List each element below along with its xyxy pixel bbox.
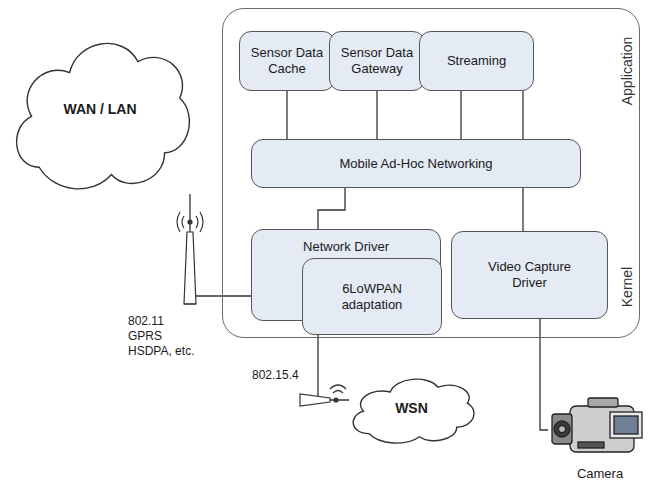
system-boundary: ApplicationKernel Sensor Data CacheSensor…: [222, 8, 640, 338]
link-label: 802.11 GPRS HSDPA, etc.: [128, 314, 200, 359]
kernel-box: 6LoWPAN adaptation: [302, 258, 442, 335]
network-cloud: WSN: [345, 368, 478, 448]
connector-line: [540, 319, 548, 430]
connector-line: [376, 91, 377, 139]
connector-line: [190, 194, 251, 296]
kernel-box: Network Driver 6LoWPAN adaptation: [251, 229, 441, 321]
application-box: Streaming: [419, 31, 534, 91]
node-label: Sensor Data Gateway: [330, 45, 424, 76]
connector-line: [318, 335, 349, 400]
application-box: Sensor Data Cache: [239, 31, 335, 91]
connector-line: [286, 91, 287, 139]
layer-label: Kernel: [619, 267, 635, 307]
application-box: Sensor Data Gateway: [329, 31, 425, 91]
node-label: Sensor Data Cache: [240, 45, 334, 76]
application-box: Mobile Ad-Hoc Networking: [251, 139, 581, 188]
node-label: WAN / LAN: [63, 101, 136, 118]
network-cloud: WAN / LAN: [5, 18, 195, 200]
layer-label: Application: [619, 37, 635, 106]
node-label: Camera: [577, 466, 623, 482]
node-label: WSN: [395, 400, 428, 417]
node-label: 6LoWPAN adaptation: [330, 281, 414, 312]
node-label: Network Driver: [303, 239, 389, 255]
wan-antenna: [177, 212, 203, 304]
node-label: Video Capture Driver: [480, 259, 580, 290]
kernel-box: Video Capture Driver: [451, 231, 608, 319]
connector-line: [318, 188, 345, 229]
node-label: Streaming: [447, 53, 506, 69]
link-label: 802.15.4: [252, 368, 299, 383]
connector-line: [460, 91, 461, 139]
camera-device: Camera: [548, 392, 652, 484]
node-label: Mobile Ad-Hoc Networking: [339, 156, 492, 172]
wsn-antenna: [300, 385, 346, 406]
